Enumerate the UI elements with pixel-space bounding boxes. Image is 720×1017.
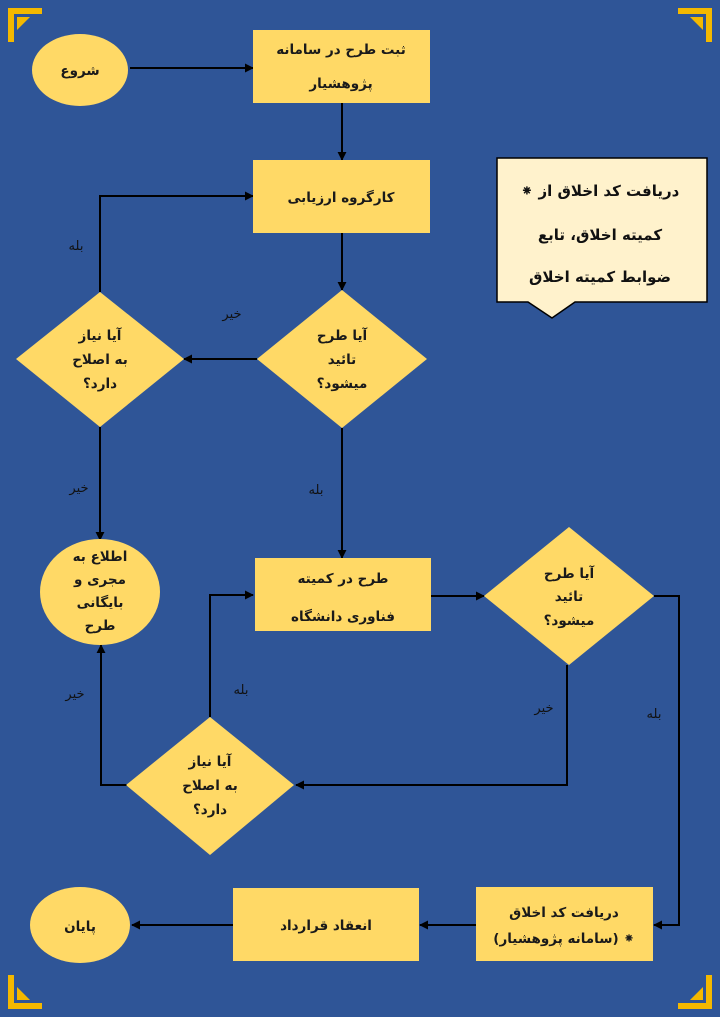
edge-fix2-notify (96, 644, 127, 786)
node-decision1: آیا طرح تائید میشود؟ (257, 290, 427, 428)
node-ethics-code-line2: (سامانه پژوهشیار) ⁕ (493, 931, 634, 947)
node-end-label: پایان (64, 919, 96, 935)
node-ethics-code: دریافت کد اخلاق (سامانه پژوهشیار) ⁕ (476, 887, 653, 961)
node-contract: انعقاد قرارداد (233, 888, 419, 961)
ethics-note-line3: ضوابط کمیته اخلاق (529, 268, 671, 286)
node-notify-line3: بایگانی (77, 594, 124, 611)
node-needs-fix2-line2: به اصلاح (182, 778, 238, 794)
node-decision2-line2: تائید (555, 589, 584, 605)
ethics-note-callout: ⁕ دریافت کد اخلاق از کمیته اخلاق، تابع ض… (496, 157, 708, 319)
corner-bottom-right-inner (690, 987, 703, 1000)
label-fix2-yes: بله (234, 683, 249, 698)
edge-decision2-fix2 (295, 665, 568, 790)
node-decision2-line1: آیا طرح (544, 565, 595, 582)
corner-bottom-right (678, 975, 712, 1009)
node-decision2-line3: میشود؟ (544, 613, 595, 629)
node-needs-fix1-line1: آیا نیاز (78, 327, 122, 344)
node-decision1-line1: آیا طرح (317, 327, 368, 344)
node-register: ثبت طرح در سامانه پژوهشیار (253, 30, 430, 103)
ethics-note-line1: ⁕ دریافت کد اخلاق از (521, 182, 680, 200)
node-notify-line2: مجری و (73, 572, 126, 588)
edge-fix2-university (209, 590, 254, 717)
label-fix2-no: خیر (64, 687, 84, 702)
node-needs-fix1-line2: به اصلاح (72, 352, 128, 368)
ethics-note-line2: کمیته اخلاق، تابع (538, 226, 662, 244)
label-decision2-no: خیر (533, 701, 553, 716)
node-start-label: شروع (60, 63, 99, 79)
corner-ornaments (8, 8, 712, 1009)
node-university-committee: طرح در کمیته فناوری دانشگاه (255, 558, 431, 631)
node-needs-fix2-line1: آیا نیاز (188, 753, 232, 770)
node-notify-line4: طرح (85, 618, 116, 634)
edge-fix1-committee (99, 191, 254, 292)
corner-bottom-left-inner (17, 987, 30, 1000)
node-committee: کارگروه ارزیابی (253, 160, 430, 233)
node-needs-fix1-line3: دارد؟ (83, 376, 117, 392)
node-register-line1: ثبت طرح در سامانه (276, 42, 406, 58)
corner-top-right (678, 8, 712, 42)
node-notify: اطلاع به مجری و بایگانی طرح (40, 539, 160, 645)
node-decision2: آیا طرح تائید میشود؟ (484, 527, 654, 665)
node-contract-label: انعقاد قرارداد (280, 918, 372, 934)
node-needs-fix2: آیا نیاز به اصلاح دارد؟ (126, 717, 294, 855)
node-decision1-line2: تائید (328, 352, 357, 368)
corner-top-left (8, 8, 42, 42)
node-university-committee-line2: فناوری دانشگاه (291, 608, 395, 625)
node-end: پایان (30, 887, 130, 963)
node-register-line2: پژوهشیار (308, 76, 372, 92)
node-decision1-line3: میشود؟ (317, 376, 368, 392)
corner-bottom-left (8, 975, 42, 1009)
label-decision1-yes: بله (309, 483, 324, 498)
node-committee-label: کارگروه ارزیابی (287, 189, 394, 206)
node-notify-line1: اطلاع به (73, 549, 128, 565)
connectors (95, 63, 680, 930)
label-decision1-no: خیر (221, 307, 241, 322)
label-fix1-no: خیر (68, 481, 88, 496)
corner-top-right-inner (690, 17, 703, 30)
node-needs-fix1: آیا نیاز به اصلاح دارد؟ (16, 292, 184, 427)
label-decision2-yes: بله (647, 707, 662, 722)
node-university-committee-line1: طرح در کمیته (297, 571, 388, 587)
node-needs-fix2-line3: دارد؟ (193, 802, 227, 818)
node-ethics-code-line1: دریافت کد اخلاق (509, 905, 619, 921)
corner-top-left-inner (17, 17, 30, 30)
node-start: شروع (32, 34, 128, 106)
label-fix1-yes: بله (69, 239, 84, 254)
edge-decision2-ethics (653, 595, 680, 930)
